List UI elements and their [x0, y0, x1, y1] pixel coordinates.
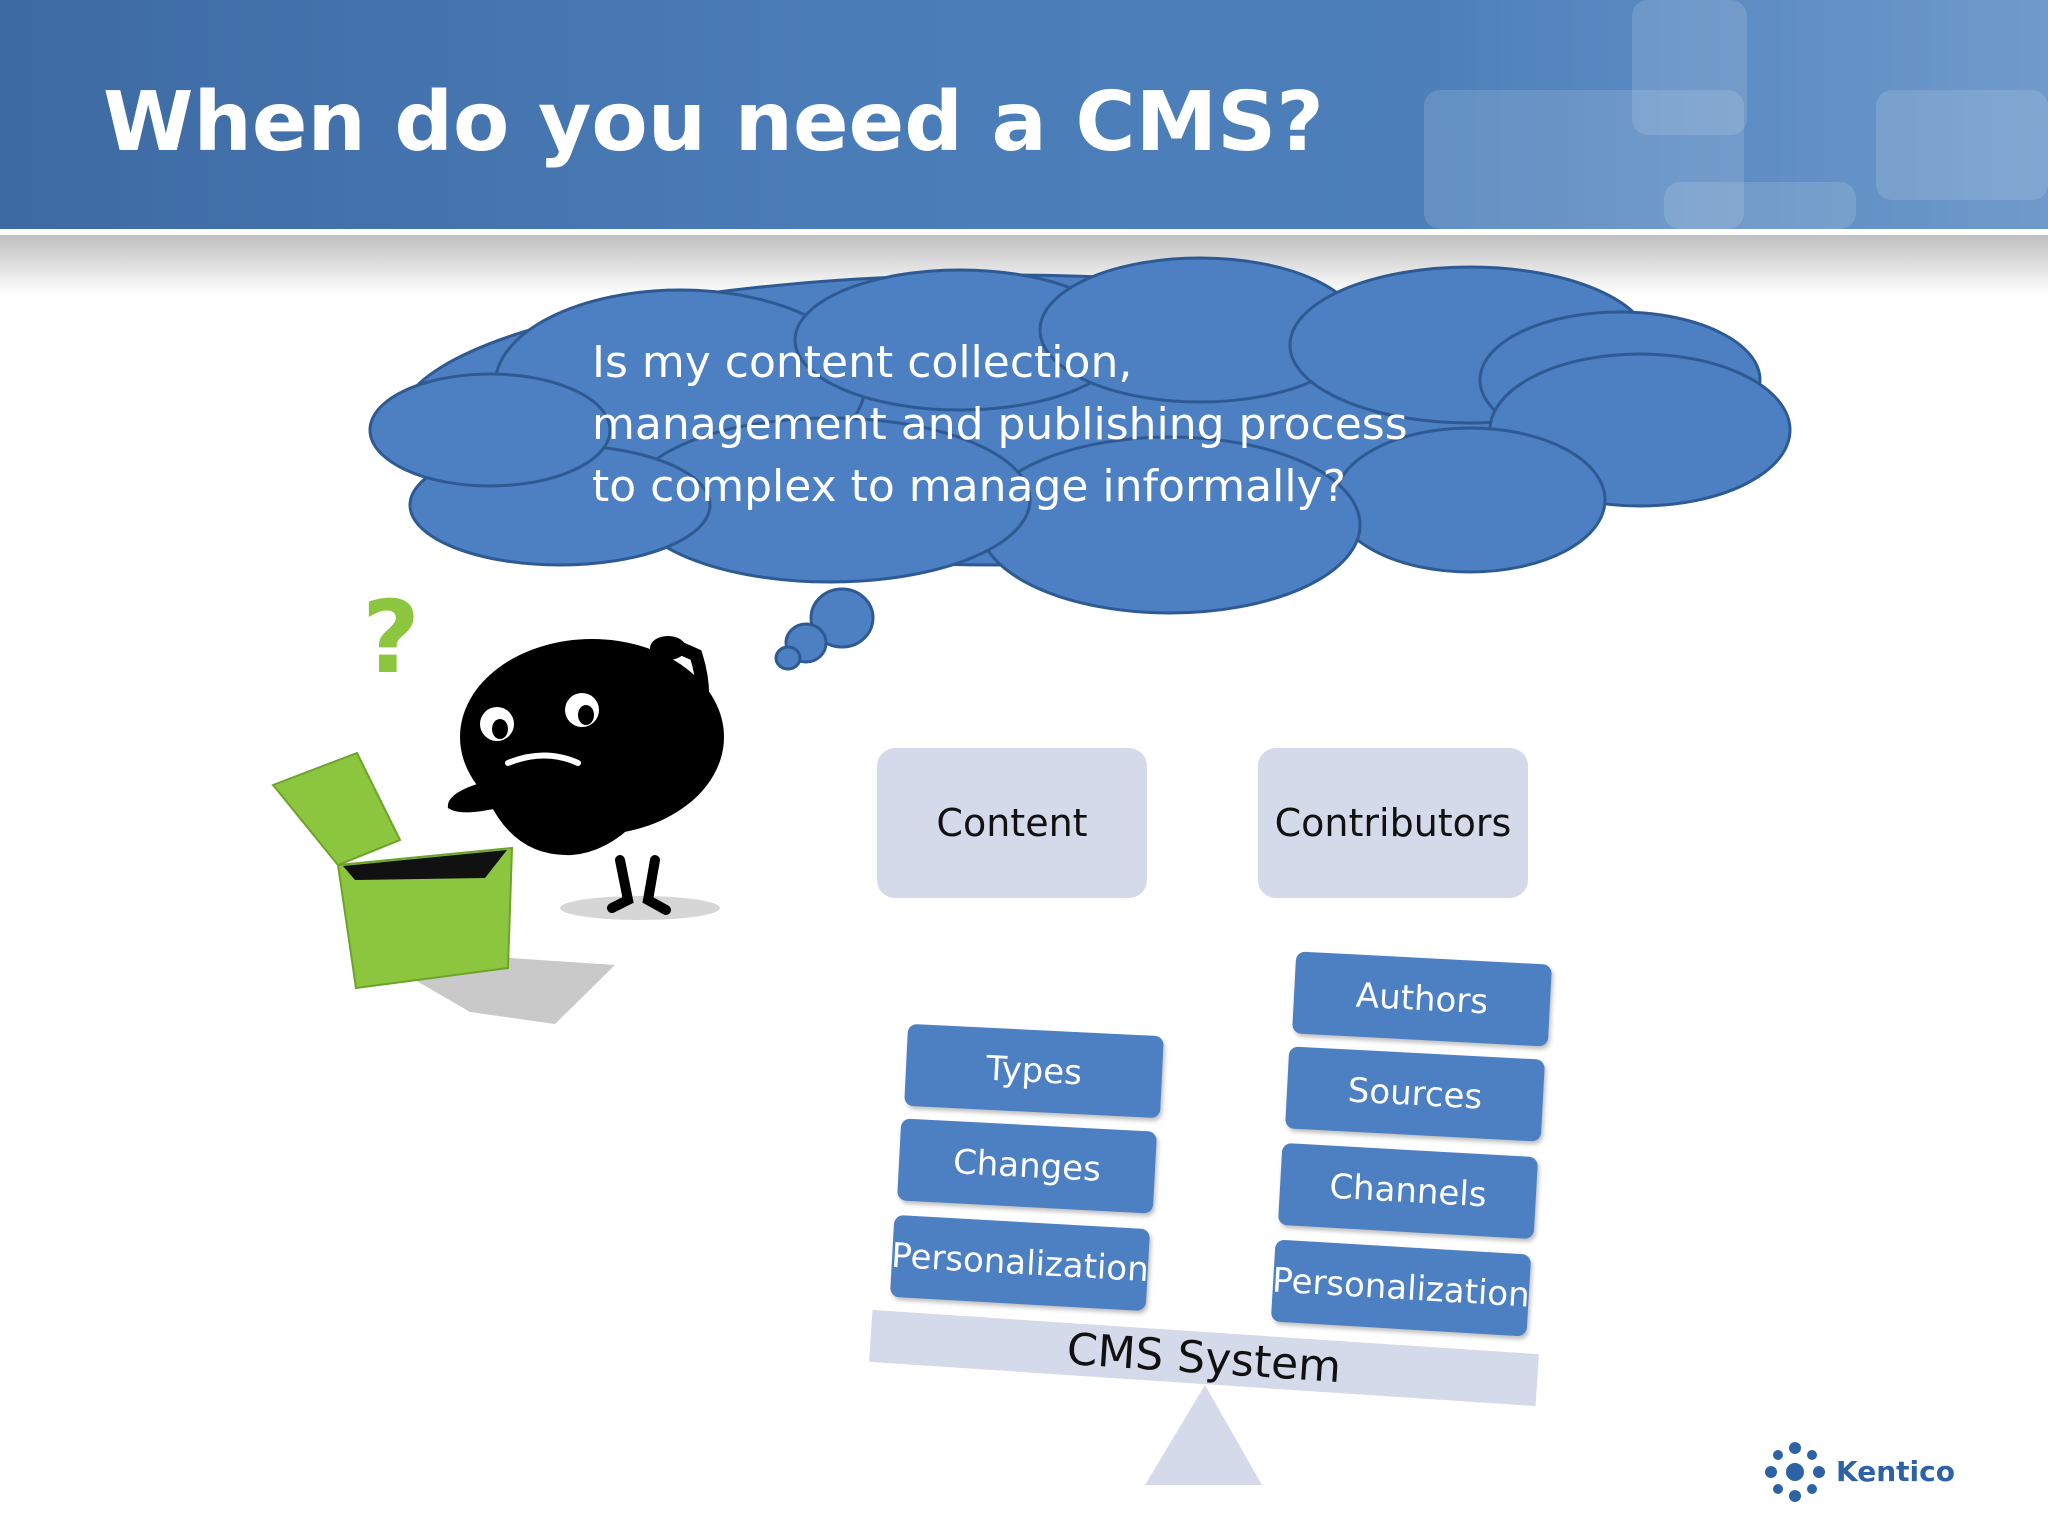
stack-item-label: Personalization	[1271, 1260, 1531, 1316]
balance-fulcrum	[1145, 1385, 1262, 1485]
header-bar	[0, 0, 2048, 229]
stack-item-label: Types	[985, 1048, 1083, 1094]
header-decoration	[1876, 90, 2048, 200]
box-lid	[271, 751, 402, 867]
confused-character	[447, 636, 724, 915]
contributors-label-box: Contributors	[1258, 748, 1528, 898]
thought-bubbles	[774, 587, 875, 671]
content-item-types: Types	[904, 1023, 1164, 1119]
contributors-label: Contributors	[1274, 801, 1512, 845]
header-decoration	[1424, 90, 1744, 229]
character-shadow	[560, 896, 720, 920]
stack-item-label: Changes	[952, 1142, 1102, 1190]
stack-item-label: Sources	[1346, 1070, 1484, 1118]
contributor-item-sources: Sources	[1285, 1046, 1545, 1142]
box-opening	[343, 850, 507, 880]
content-item-personalization: Personalization	[889, 1214, 1151, 1312]
slide-title: When do you need a CMS?	[103, 75, 1324, 170]
contributor-item-authors: Authors	[1292, 951, 1552, 1047]
content-item-changes: Changes	[897, 1118, 1157, 1214]
contributor-item-personalization: Personalization	[1270, 1239, 1532, 1337]
stack-item-label: Personalization	[890, 1235, 1150, 1291]
content-label: Content	[936, 801, 1088, 845]
thought-text: Is my content collection, management and…	[592, 337, 1408, 512]
green-box	[336, 846, 514, 990]
header-decoration	[1632, 0, 1747, 135]
kentico-logo-icon	[1765, 1442, 1825, 1502]
question-mark-icon: ?	[362, 579, 420, 696]
content-label-box: Content	[877, 748, 1147, 898]
brand-name: Kentico	[1836, 1455, 1955, 1488]
stack-item-label: Channels	[1328, 1166, 1488, 1216]
stack-item-label: Authors	[1354, 975, 1490, 1023]
thought-cloud	[368, 256, 1792, 615]
contributor-item-channels: Channels	[1277, 1142, 1539, 1240]
header-divider	[0, 229, 2048, 235]
header-decoration	[1664, 182, 1856, 229]
